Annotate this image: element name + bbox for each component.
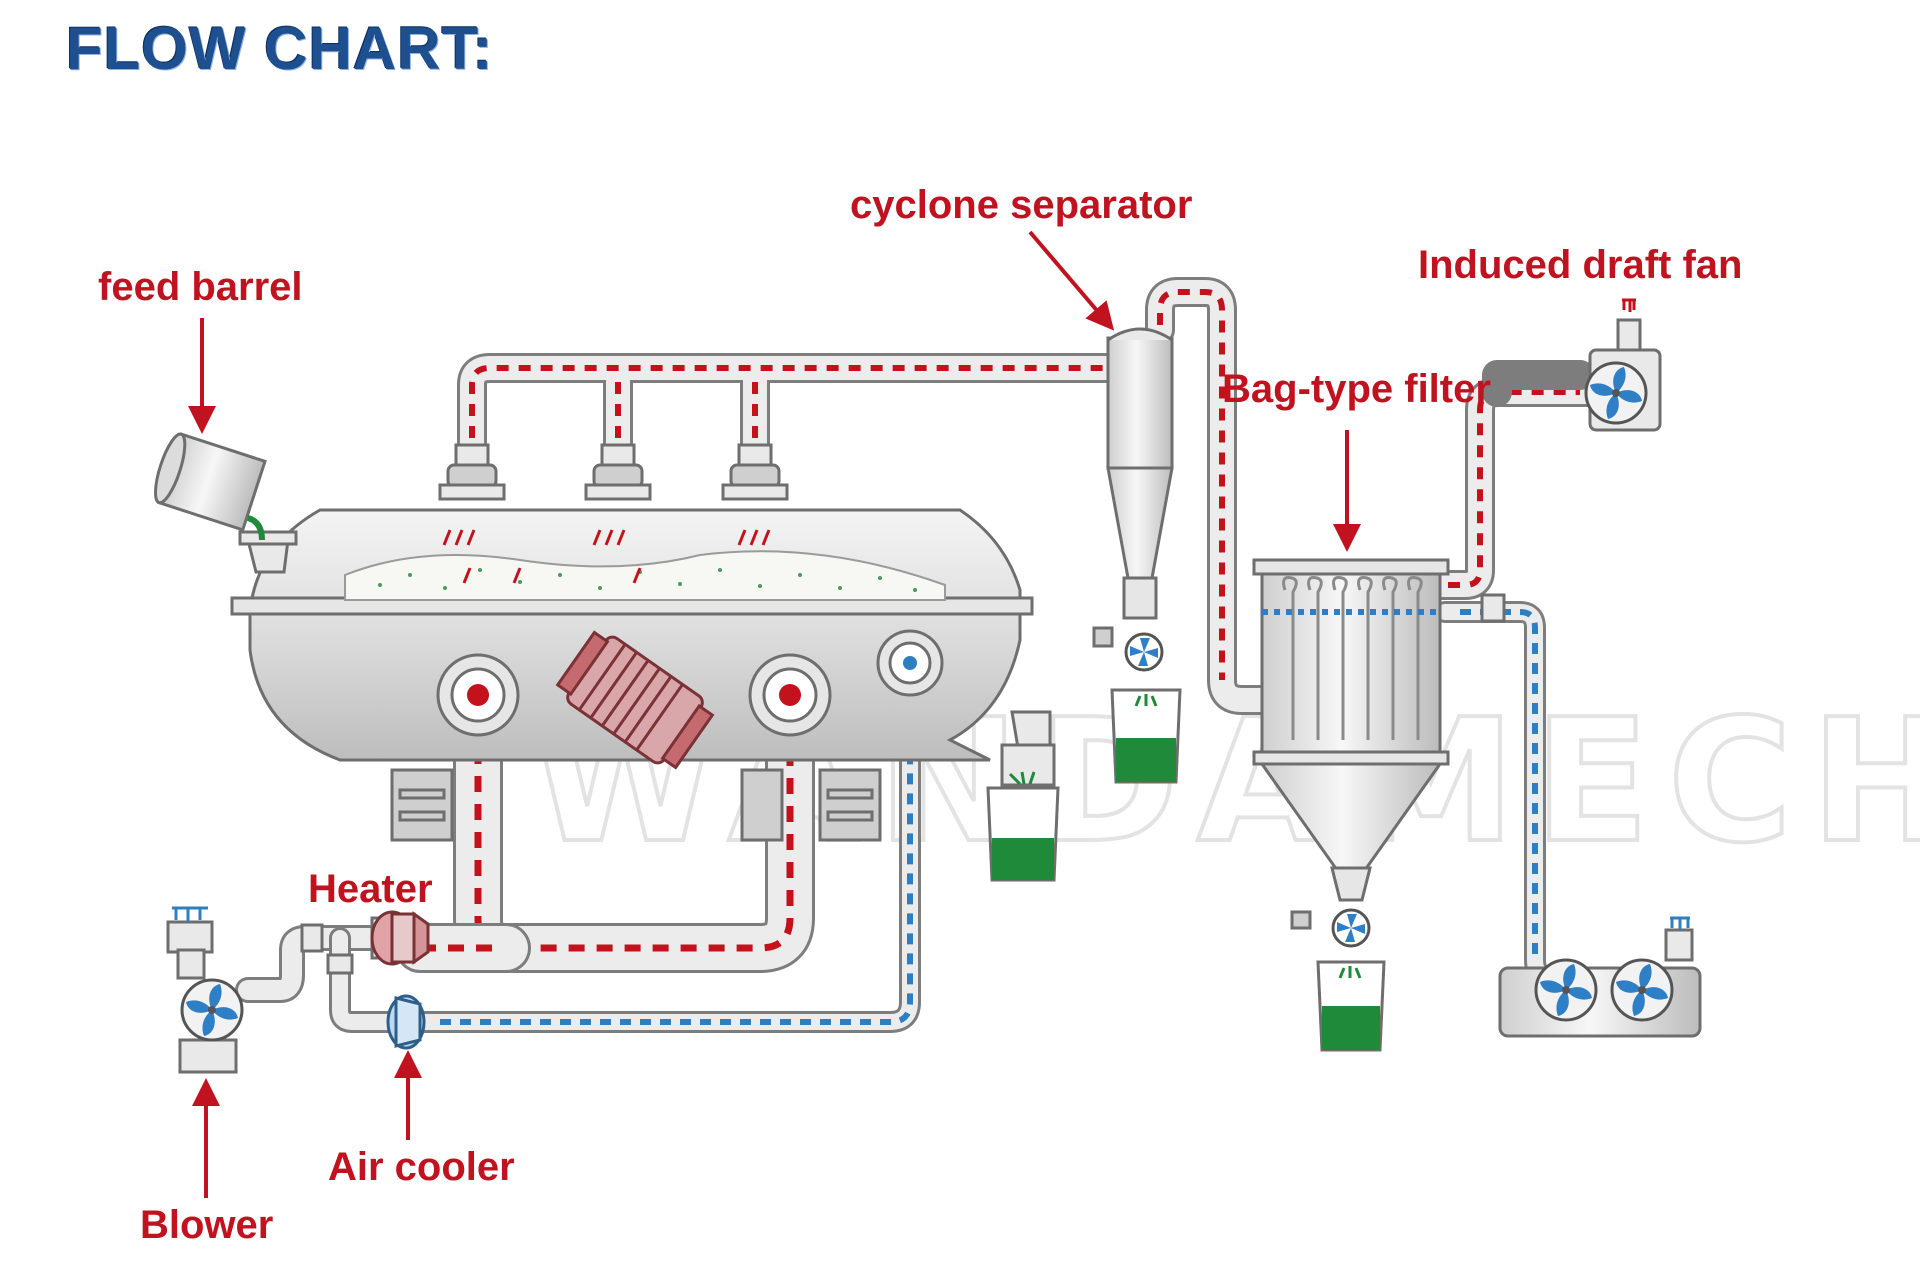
cyclone-rotary-valve	[1124, 632, 1164, 672]
heater	[370, 910, 430, 966]
page-title: FLOW CHART:	[66, 15, 494, 82]
label-bag-type-filter: Bag-type filter	[1222, 367, 1491, 552]
bag-type-filter-label: Bag-type filter	[1222, 367, 1491, 411]
cooling-fan-unit	[1498, 916, 1702, 1038]
hot-air-supply-pipe	[395, 675, 815, 973]
feed-barrel	[154, 432, 267, 541]
label-induced-draft-fan: Induced draft fan	[1418, 243, 1742, 287]
air-cooler	[386, 994, 426, 1050]
feed-barrel-label: feed barrel	[98, 265, 303, 309]
induced-draft-fan	[1584, 298, 1662, 432]
label-heater: Heater	[308, 867, 433, 911]
blower-piping	[235, 923, 409, 1033]
vibration-motor	[555, 630, 715, 770]
fluidized-bed	[344, 550, 946, 601]
filter-product-bin	[1316, 960, 1386, 1052]
product-discharge	[1000, 710, 1056, 787]
exhaust-pipe	[457, 353, 1140, 485]
fluid-bed-dryer	[230, 443, 1056, 842]
induced-draft-fan-label: Induced draft fan	[1418, 243, 1742, 287]
filter-rotary-valve	[1331, 908, 1371, 948]
exhaust-port	[438, 443, 506, 501]
filter-to-fan-pipe	[1425, 360, 1605, 600]
label-air-cooler: Air cooler	[328, 1050, 515, 1189]
label-feed-barrel: feed barrel	[98, 265, 303, 434]
label-blower: Blower	[140, 1078, 273, 1247]
hot-air-inlet	[436, 653, 520, 737]
blower-label: Blower	[140, 1203, 273, 1247]
cyclone-to-filter-pipe	[1145, 277, 1277, 715]
air-cooler-label: Air cooler	[328, 1145, 515, 1189]
cool-air-supply-pipe	[409, 657, 921, 1033]
cyclone-separator-label: cyclone separator	[850, 183, 1192, 227]
bag-type-filter	[1252, 558, 1506, 930]
blower	[166, 906, 244, 1074]
hot-air-inlet	[748, 653, 832, 737]
support-springs	[390, 768, 882, 842]
exhaust-port	[584, 443, 652, 501]
product-bin	[986, 771, 1060, 882]
cool-air-inlet	[876, 629, 944, 697]
exhaust-port	[721, 443, 789, 501]
label-cyclone-separator: cyclone separator	[850, 183, 1192, 331]
cyclone-product-bin	[1110, 688, 1182, 784]
heater-label: Heater	[308, 867, 433, 911]
cyclone-separator	[1092, 327, 1174, 648]
